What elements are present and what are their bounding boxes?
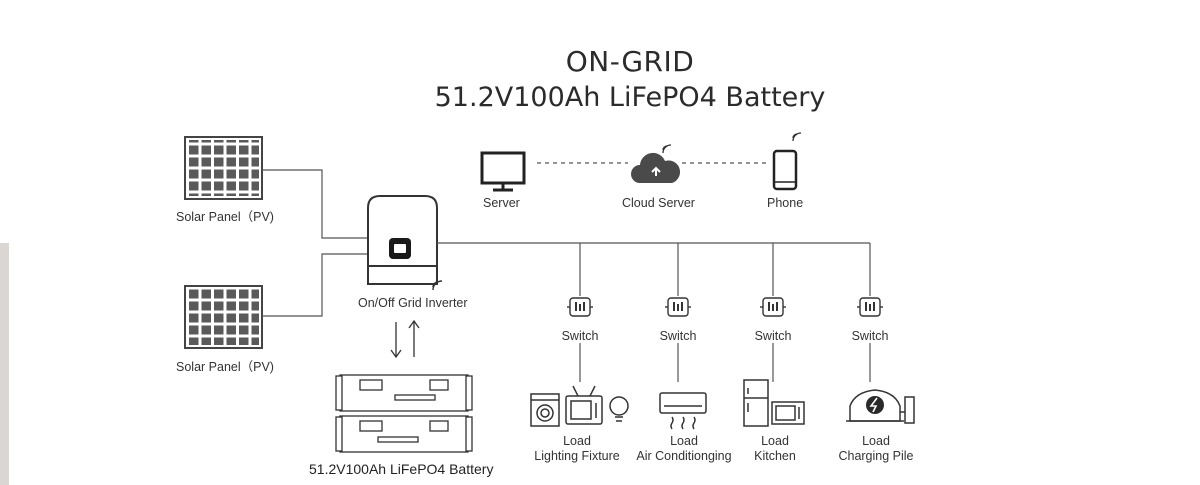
solar-panel-2-label: Solar Panel（PV) (176, 360, 274, 374)
phone-icon (772, 149, 798, 191)
switch-4-icon (857, 297, 883, 317)
load-3-label: Load (761, 434, 789, 448)
load-1-label: Load (563, 434, 591, 448)
switch-4-label: Switch (851, 329, 889, 343)
battery-stack-icon (335, 374, 473, 453)
cloud-wifi-icon (662, 144, 672, 154)
server-label: Server (483, 196, 520, 210)
air-conditioner-icon (659, 392, 707, 430)
left-edge-bar (0, 243, 9, 485)
inverter-icon (367, 195, 438, 285)
phone-wifi-icon (792, 132, 802, 142)
ac-bus-line (437, 242, 871, 382)
phone-label: Phone (767, 196, 804, 210)
load-3-name: Kitchen (754, 449, 796, 463)
cloud-server-icon (631, 152, 681, 183)
switch-1-icon (567, 297, 593, 317)
load-2-name: Air Conditionging (636, 449, 732, 463)
light-bulb-icon (609, 396, 629, 422)
ev-charging-icon (846, 389, 915, 424)
load-4-label: Load (862, 434, 890, 448)
microwave-icon (771, 401, 805, 425)
solar-panel-1-label: Solar Panel（PV) (176, 210, 274, 224)
washing-machine-icon (530, 393, 560, 427)
battery-label: 51.2V100Ah LiFePO4 Battery (309, 461, 494, 477)
switch-2-label: Switch (659, 329, 697, 343)
refrigerator-icon (743, 379, 769, 427)
cloud-server-label: Cloud Server (622, 196, 695, 210)
solar-panel-1-icon (184, 136, 263, 200)
pv-wiring (262, 169, 368, 317)
diagram-subtitle: 51.2V100Ah LiFePO4 Battery (434, 82, 826, 113)
inverter-label: On/Off Grid Inverter (358, 296, 468, 310)
charge-discharge-arrows-icon (390, 319, 420, 359)
diagram-title: ON-GRID (565, 45, 695, 78)
switch-1-label: Switch (561, 329, 599, 343)
load-4-name: Charging Pile (838, 449, 914, 463)
switch-3-label: Switch (754, 329, 792, 343)
inverter-wifi-icon (432, 280, 443, 291)
tv-icon (565, 385, 603, 425)
solar-panel-2-icon (184, 285, 263, 349)
load-2-label: Load (670, 434, 698, 448)
switch-2-icon (665, 297, 691, 317)
load-1-name: Lighting Fixture (534, 449, 620, 463)
switch-3-icon (760, 297, 786, 317)
server-monitor-icon (480, 151, 526, 192)
